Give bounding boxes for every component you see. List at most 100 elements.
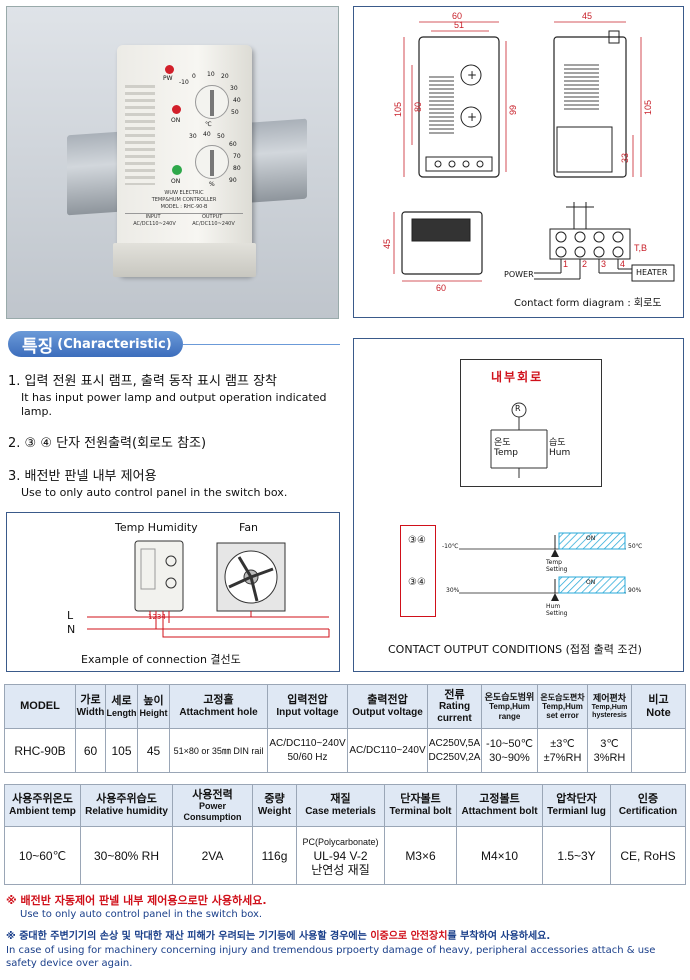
t1-range-1: -10~50℃ xyxy=(486,737,533,750)
pw-label: PW xyxy=(163,75,173,82)
note1-ko: 배전반 자동제어 판넬 내부 제어용으로만 사용하세요. xyxy=(20,894,267,907)
connection-svg xyxy=(87,540,330,638)
front-height-outer: 105 xyxy=(393,101,403,117)
char-item-2: 2. ③ ④ 단자 전원출력(회로도 참조) xyxy=(8,432,343,451)
svg-text:+: + xyxy=(467,68,477,82)
t1-current-2: DC250V,2A xyxy=(428,751,481,763)
t1-input-1: AC/DC110~240V xyxy=(269,737,346,749)
vent-slots xyxy=(125,85,155,185)
t1-error-2: ±7%RH xyxy=(543,751,582,764)
row2-on: ON xyxy=(586,579,596,586)
t1-width: 60 xyxy=(75,728,106,773)
note2-ko-b: 이중으로 안전장치 xyxy=(370,931,448,942)
front-height-inner: 80 xyxy=(413,101,423,112)
temp-tick-3: 20 xyxy=(221,73,229,80)
note2-ko-c: 를 부착하여 사용하세요. xyxy=(447,931,551,942)
note2-ko-a: 중대한 주변기기의 손상 및 막대한 재산 피해가 우려되는 기기등에 사용할 … xyxy=(19,931,367,942)
line-l: L xyxy=(67,609,74,622)
contact-output-panel: 내부회로 R 온도 Temp 습도 Hum ③④ ③④ xyxy=(353,338,684,672)
hum-lamp xyxy=(172,165,182,175)
t1-current-1: AC250V,5A xyxy=(428,737,481,749)
dimension-svg: + + xyxy=(393,21,675,282)
row2-terms: ③④ xyxy=(408,577,426,588)
front-height-mid: 99 xyxy=(508,104,518,115)
svg-text:+: + xyxy=(467,110,477,124)
term-1: 1 xyxy=(563,259,569,269)
label-plate: WUW ELECTRIC TEMP&HUM CONTROLLER MODEL :… xyxy=(125,190,243,242)
temp-tick-6: 50 xyxy=(231,109,239,116)
note1-mark: ※ xyxy=(6,894,17,907)
note1-en: Use to only auto control panel in the sw… xyxy=(20,909,263,920)
heater-label: HEATER xyxy=(636,268,668,277)
t1-error: ±3℃ ±7%RH xyxy=(537,728,588,773)
line-n: N xyxy=(67,623,76,636)
t2-terminal: M3×6 xyxy=(384,826,457,885)
t2-material: PC(Polycarbonate) UL-94 V-2 난연성 재질 xyxy=(296,826,385,885)
t1-input: AC/DC110~240V 50/60 Hz xyxy=(267,728,348,773)
t2-ambient: 10~60℃ xyxy=(4,826,81,885)
t1-input-2: 50/60 Hz xyxy=(287,751,328,763)
hum-en: Hum xyxy=(549,448,571,458)
power-label: POWER xyxy=(504,270,534,279)
hum-tick-6: 90 xyxy=(229,177,237,184)
connection-example: Temp Humidity Fan L N 1234 Example of co… xyxy=(6,512,340,672)
t2-lug: 1.5~3Y xyxy=(542,826,611,885)
contact-output-svg xyxy=(459,532,626,601)
hum-tick-3: 60 xyxy=(229,141,237,148)
hum-dial[interactable] xyxy=(195,145,229,179)
char-item-3-en: Use to only auto control panel in the sw… xyxy=(21,486,288,499)
characteristic-heading: 특징 (Characteristic) xyxy=(8,331,183,357)
model-text: MODEL : RHC-90-B xyxy=(160,204,208,210)
on-label-2: ON xyxy=(171,178,181,185)
note-1: ※ 배전반 자동제어 판넬 내부 제어용으로만 사용하세요. Use to on… xyxy=(6,892,686,920)
product-photo: PW ON ON ℃ % -10 0 10 20 30 40 50 30 40 … xyxy=(6,6,339,319)
contact-caption: Contact form diagram : 회로도 xyxy=(514,298,662,309)
brand-text: WUW ELECTRIC xyxy=(164,190,204,196)
connection-device-label: Temp Humidity xyxy=(115,521,198,534)
front-width-outer: 60 xyxy=(452,11,463,21)
temp-switch: 온도 Temp xyxy=(494,438,518,458)
t1-range-2: 30~90% xyxy=(489,751,530,764)
terminal-cover xyxy=(113,243,256,277)
temp-en: Temp xyxy=(494,448,518,458)
temp-dial[interactable] xyxy=(195,85,229,119)
temp-tick-1: 0 xyxy=(192,73,196,80)
row2-max: 90% xyxy=(628,587,642,594)
temp-ko: 온도 xyxy=(494,438,511,448)
t2-humidity: 30~80% RH xyxy=(80,826,173,885)
t1-height: 45 xyxy=(137,728,170,773)
t2-material-1: PC(Polycarbonate) xyxy=(302,836,379,847)
row2-setting: Hum Setting xyxy=(546,603,568,617)
t1-length: 105 xyxy=(105,728,138,773)
t2-cert: CE, RoHS xyxy=(610,826,686,885)
internal-circuit: 내부회로 R 온도 Temp 습도 Hum xyxy=(460,359,602,487)
temp-tick-0: -10 xyxy=(179,79,189,86)
power-lamp xyxy=(165,65,174,74)
t1-h-model: MODEL xyxy=(4,684,76,729)
hum-tick-2: 50 xyxy=(217,133,225,140)
row1-setting: Temp Setting xyxy=(546,559,568,573)
note-2: ※ 중대한 주변기기의 손상 및 막대한 재산 피해가 우려되는 기기등에 사용… xyxy=(6,927,686,970)
bottom-width: 60 xyxy=(436,283,447,293)
device-body: PW ON ON ℃ % -10 0 10 20 30 40 50 30 40 … xyxy=(113,45,256,277)
t1-hole: 51×80 or 35㎜ DIN rail xyxy=(169,728,268,773)
input-spec: AC/DC110~240V xyxy=(133,221,176,227)
connection-fan-label: Fan xyxy=(239,521,259,534)
temp-tick-2: 10 xyxy=(207,71,215,78)
t1-hyst-2: 3%RH xyxy=(593,751,626,764)
relay-label: R xyxy=(515,404,521,413)
temp-lamp xyxy=(172,105,181,114)
hum-tick-5: 80 xyxy=(233,165,241,172)
